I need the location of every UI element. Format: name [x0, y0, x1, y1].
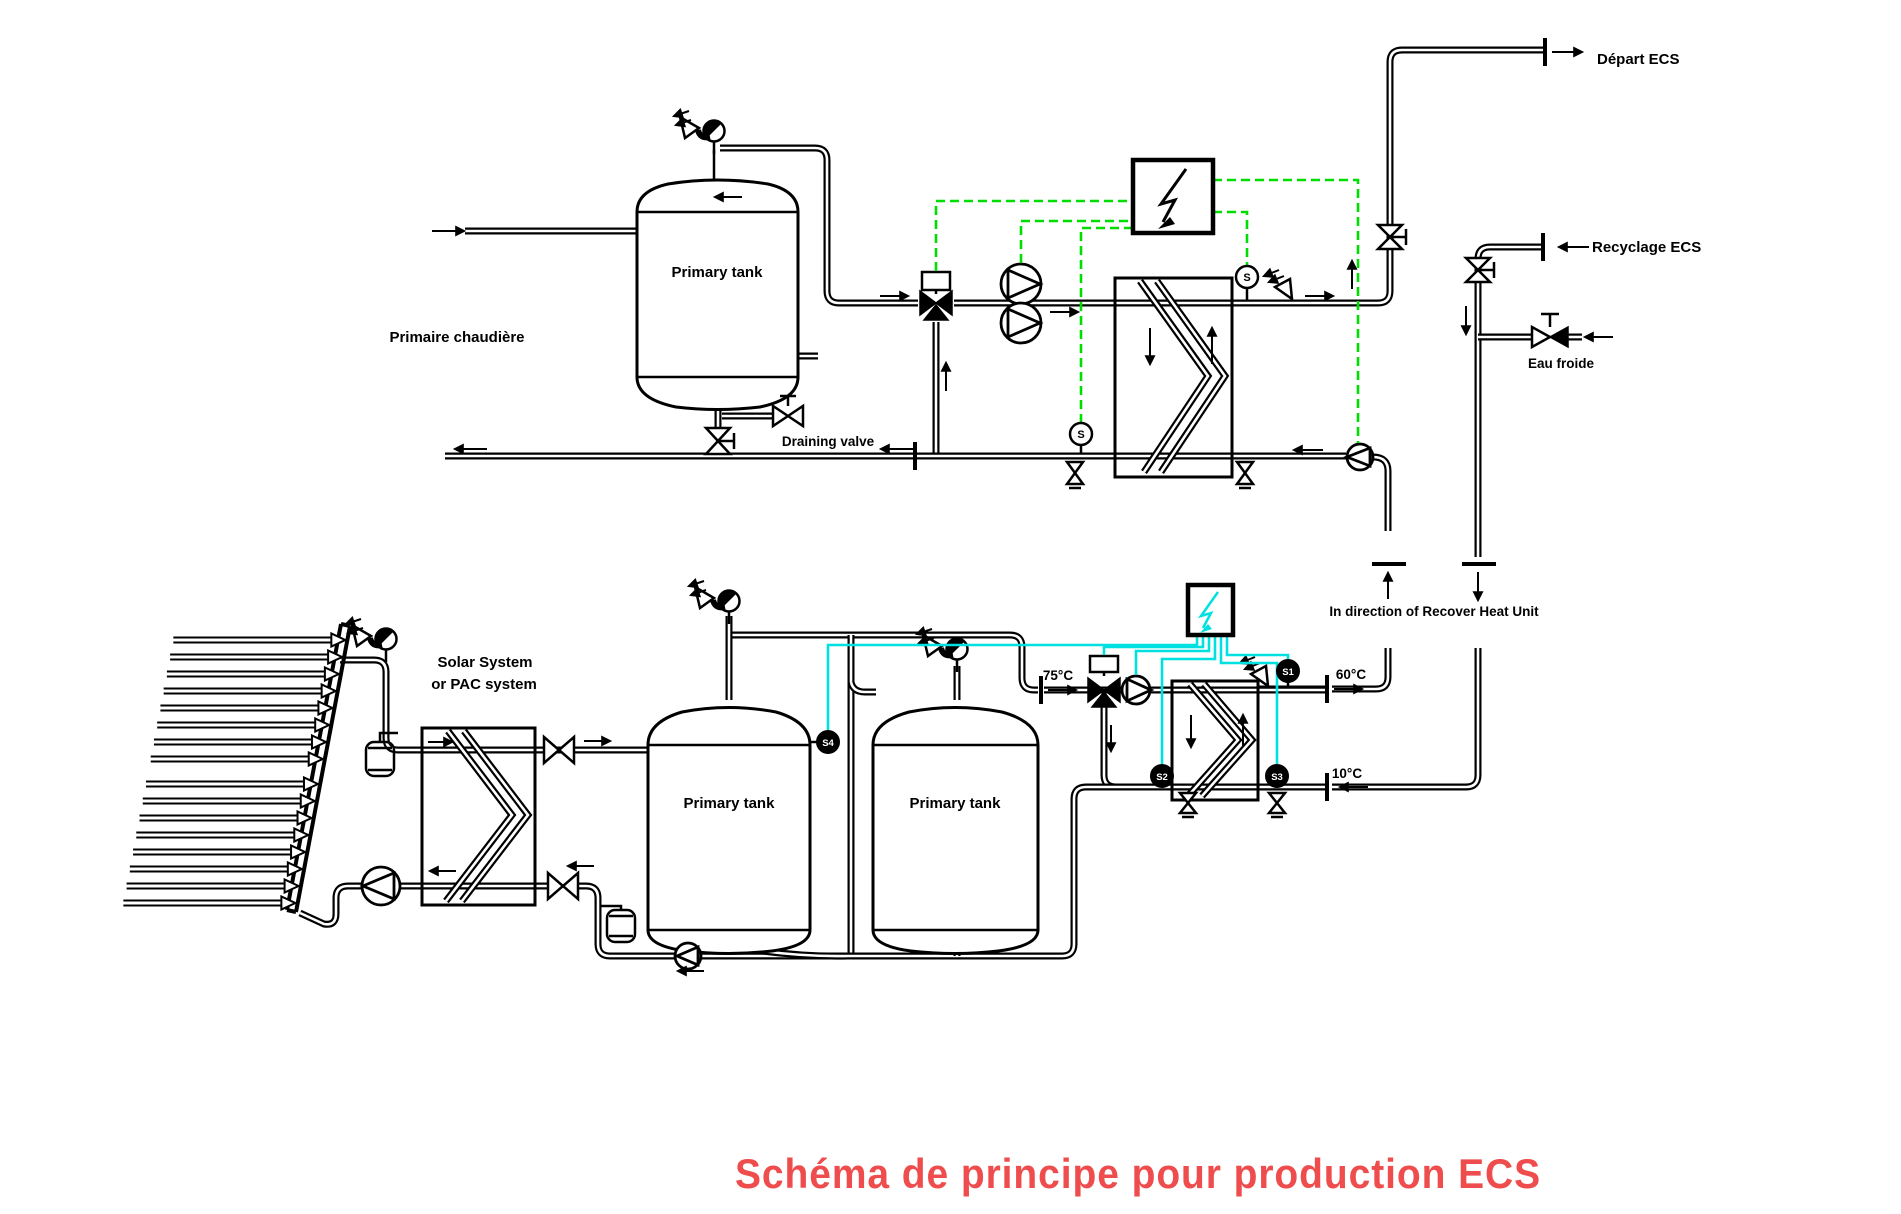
wire-pump-top: [1019, 219, 1133, 263]
lightning-bolt-cyan-icon: [1200, 624, 1212, 633]
pipe-solar-feed: [340, 656, 399, 754]
hx-top-drain-left: [1064, 460, 1086, 490]
three-way-valve-bottom: [1087, 654, 1121, 708]
pipe-pump-down: [1372, 453, 1392, 531]
pipe-75c-supply: [729, 631, 1038, 694]
wire-3way-bottom: [1102, 635, 1205, 655]
depart-ecs-label: Départ ECS: [1597, 51, 1680, 68]
draining-valve: [703, 426, 736, 456]
primary-tank-bottom-2: [871, 706, 1040, 955]
sensor-s2: S2: [1150, 764, 1174, 788]
fittings: [913, 38, 1547, 801]
draining-valve-label: Draining valve: [782, 434, 875, 449]
wire-s3: [1219, 635, 1279, 764]
pump-tank-loop: [673, 941, 703, 971]
vent-valve-hx-top-icon: [1264, 270, 1292, 299]
pump-recover-return: [1343, 442, 1375, 472]
safety-valve-solar-icon: [346, 619, 397, 662]
temp-60-label: 60°C: [1336, 667, 1366, 682]
sensor-outlet-top-label: S: [1243, 272, 1250, 284]
sensor-s3-label: S3: [1271, 772, 1283, 783]
solar-collector-tubes: [123, 631, 348, 912]
recover-heat-label: In direction of Recover Heat Unit: [1329, 604, 1539, 619]
tank-top-label: Primary tank: [672, 264, 764, 281]
sensors: S S S1 S2 S3 S4: [810, 264, 1300, 788]
sensor-s4-label: S4: [822, 738, 834, 749]
control-system: [826, 157, 1360, 764]
expansion-vessel-solar: [364, 731, 398, 778]
side-drain-valve: [771, 394, 805, 429]
three-way-valve-top: [919, 270, 953, 321]
hx-top-drain-right: [1234, 460, 1256, 490]
recyclage-valve: [1462, 256, 1496, 284]
recyclage-ecs-label: Recyclage ECS: [1592, 239, 1701, 256]
heat-exchangers: [420, 276, 1260, 907]
sensor-return-top-label: S: [1077, 429, 1084, 441]
sensor-outlet-top: S: [1234, 264, 1260, 300]
safety-groups: [346, 111, 1292, 686]
wire-s4: [826, 635, 1199, 730]
tank-b1-label: Primary tank: [684, 795, 776, 812]
solar-collector: [123, 622, 352, 914]
hx-bottom-drain-left: [1177, 791, 1199, 819]
expansion-vessels: [364, 731, 637, 944]
twin-pump-top: [999, 262, 1044, 345]
wire-s1: [1225, 635, 1290, 659]
sensor-s1-label: S1: [1282, 667, 1294, 678]
tanks: [635, 178, 1040, 955]
lightning-bolt-icon: [1158, 217, 1175, 229]
solar-system-label-2: or PAC system: [431, 676, 537, 693]
valves: [542, 223, 1569, 902]
sensor-s4: S4: [810, 730, 840, 754]
flow-arrows: [427, 46, 1613, 977]
solar-top-valve: [542, 734, 576, 766]
hx-sol-plate-b: [459, 728, 533, 904]
pump-hx-bottom: [1120, 674, 1155, 706]
heat-exchanger-top: [1113, 276, 1234, 479]
primaire-chaudiere-label: Primaire chaudière: [389, 329, 524, 346]
page-title: Schéma de principe pour production ECS: [735, 1150, 1541, 1197]
primary-tank-top: [635, 178, 800, 411]
eau-froide-label: Eau froide: [1528, 356, 1595, 371]
heat-exchanger-bottom: [1170, 679, 1260, 802]
temp-10-label: 10°C: [1332, 766, 1362, 781]
wire-s2: [1160, 635, 1217, 764]
wire-3way-top: [934, 199, 1133, 271]
wire-pump-bottom: [1134, 635, 1211, 675]
pump-solar: [359, 865, 402, 907]
wire-sensor-outlet: [1213, 210, 1249, 265]
heat-exchanger-solar: [420, 726, 537, 907]
control-box-bottom: [1185, 582, 1236, 638]
solar-bottom-valve: [546, 870, 580, 902]
sensor-return-top: S: [1068, 421, 1094, 453]
depart-valve: [1374, 223, 1408, 251]
temp-75-label: 75°C: [1043, 668, 1073, 683]
primary-tank-bottom-1: [646, 706, 812, 955]
solar-system-label-1: Solar System: [437, 654, 532, 671]
sensor-s1: S1: [1276, 659, 1300, 688]
wire-pump-recover: [1213, 178, 1360, 443]
pumps: [359, 262, 1375, 971]
collector-manifold-outer: [294, 625, 352, 913]
sensor-s3: S3: [1265, 764, 1289, 788]
sensor-s2-label: S2: [1156, 772, 1168, 783]
labels: Primary tank Primaire chaudière Draining…: [389, 51, 1701, 1197]
eau-froide-valve: [1530, 312, 1569, 350]
pipe-recyclage: [1474, 243, 1543, 557]
hx-bot-plate-b: [1199, 681, 1257, 799]
expansion-vessel-loop: [600, 904, 637, 944]
wire-sensor-return: [1079, 226, 1133, 423]
hx-bottom-drain-right: [1266, 791, 1288, 819]
safety-valve-tank-top-icon: [674, 111, 725, 154]
tank-b2-label: Primary tank: [910, 795, 1002, 812]
control-box-top: [1130, 157, 1216, 236]
